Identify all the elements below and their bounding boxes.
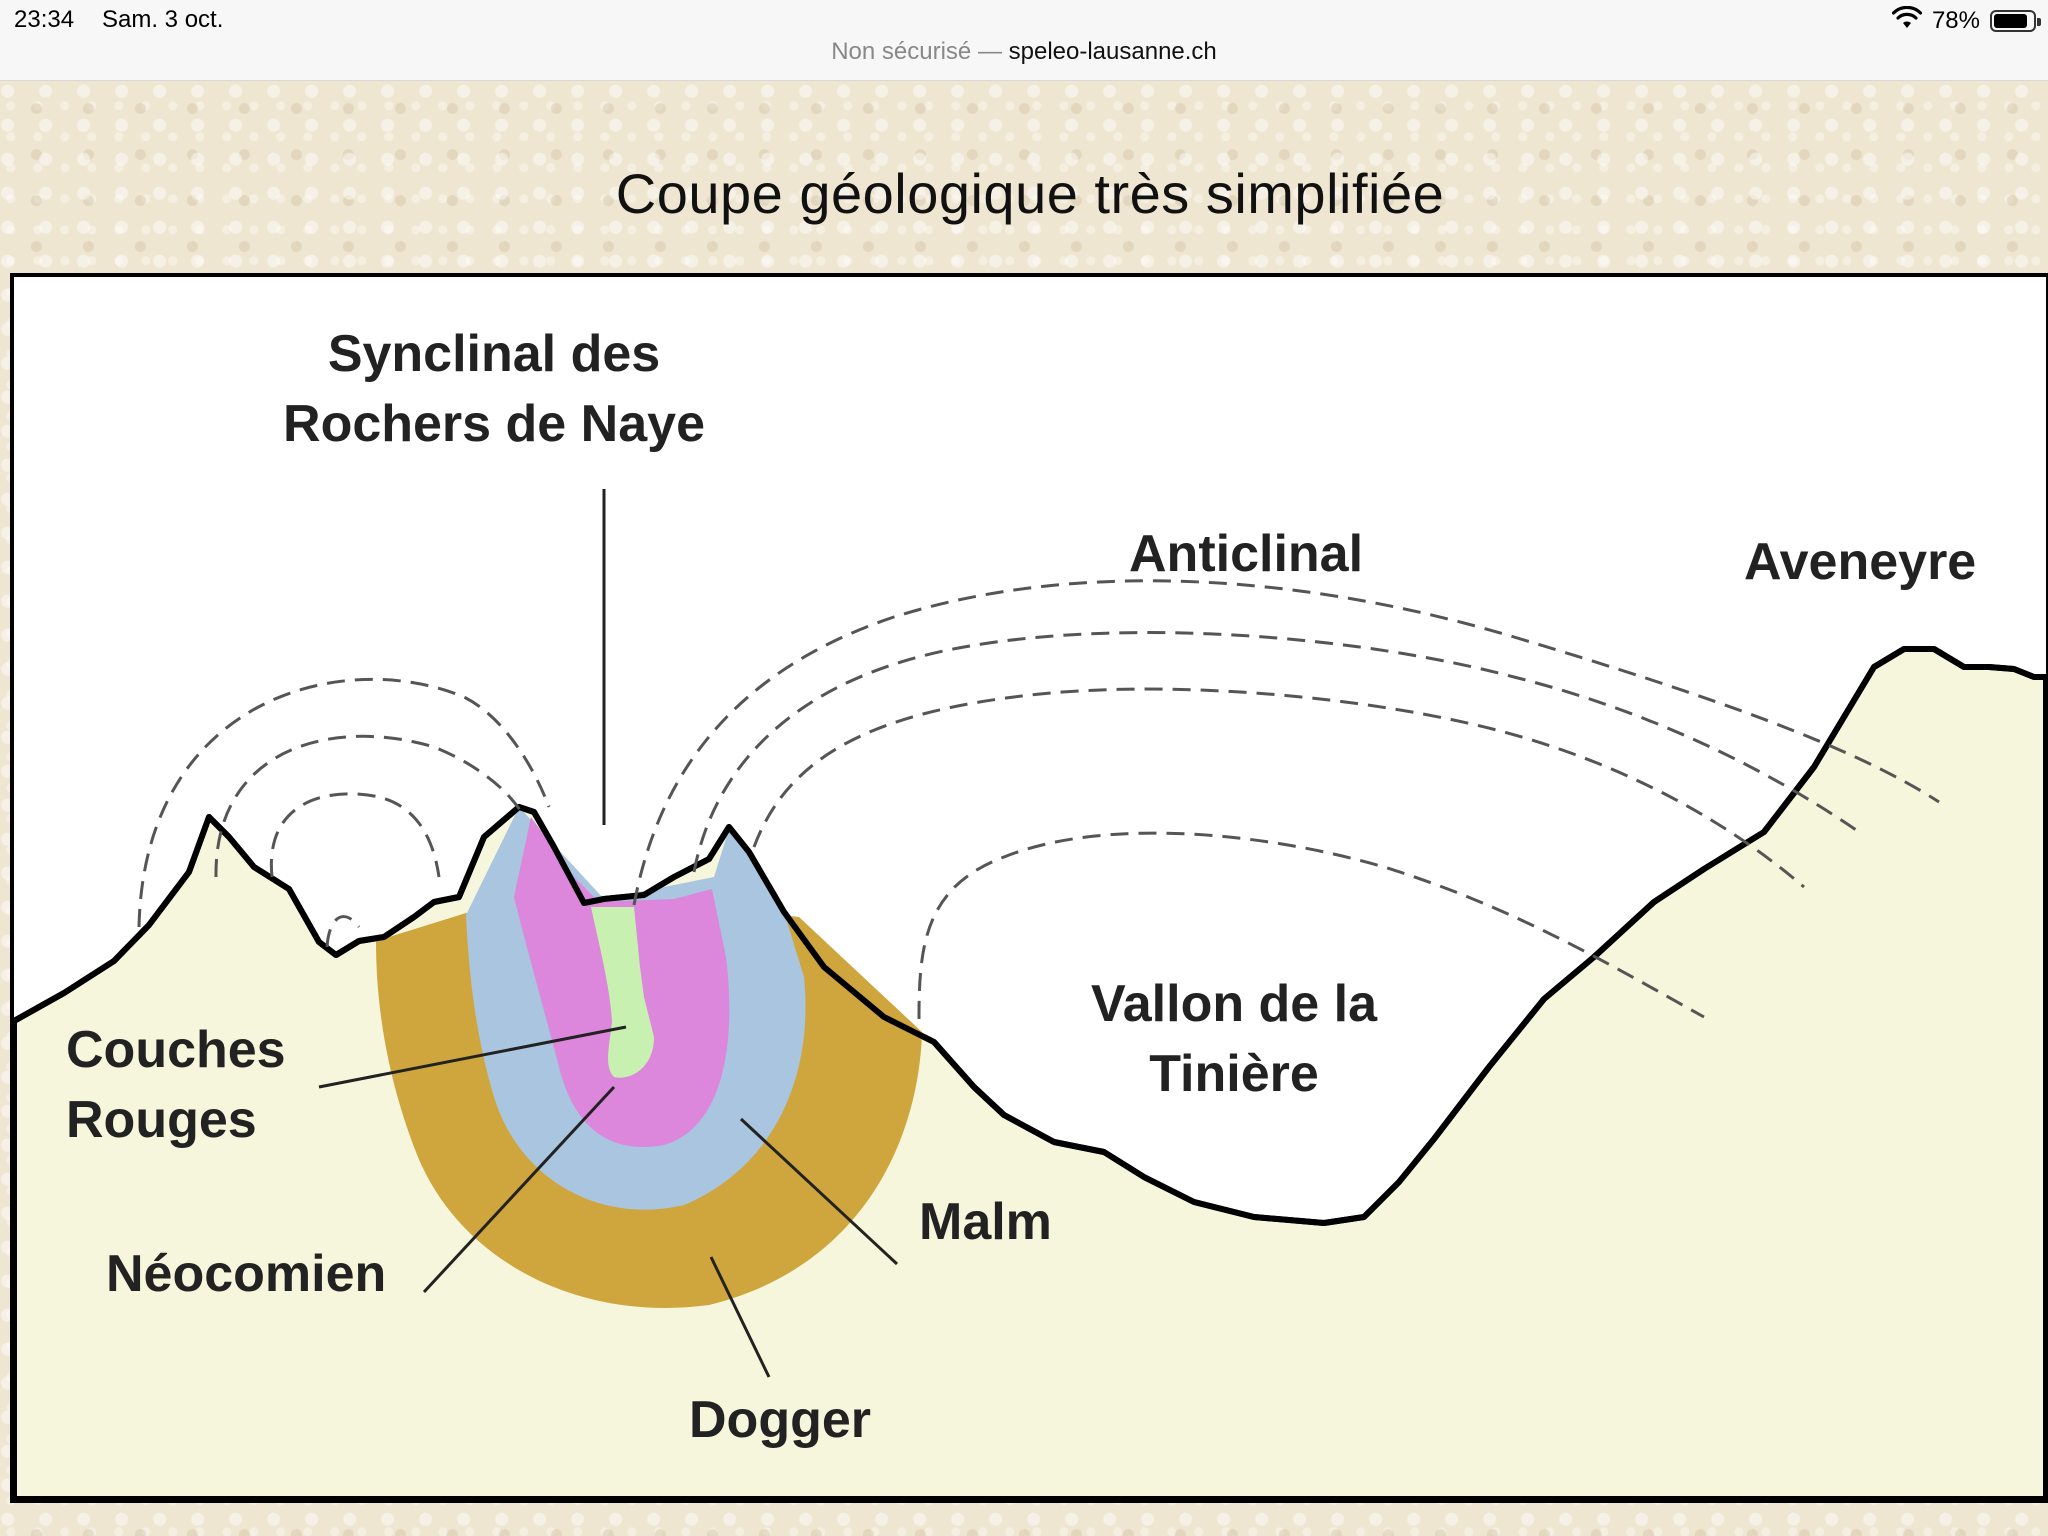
- page-title: Coupe géologique très simplifiée: [615, 162, 1445, 225]
- status-date: Sam. 3 oct.: [102, 6, 224, 33]
- battery-icon: [1990, 10, 2041, 32]
- neocomien-label: Néocomien: [106, 1245, 387, 1303]
- dogger-label: Dogger: [689, 1391, 871, 1449]
- ground-terrain: [14, 646, 2046, 1499]
- aveneyre-label: Aveneyre: [1744, 533, 1977, 591]
- diagram-canvas: [14, 489, 2046, 1499]
- geology-diagram: Synclinal des Rochers de Naye Anticlinal…: [10, 273, 2048, 1503]
- vallon-label: Vallon de la Tinière: [1090, 975, 1378, 1103]
- leader-lines: [318, 489, 899, 1378]
- fold-lines: [137, 579, 1940, 1020]
- status-right: 78%: [1891, 5, 2041, 37]
- synclinal-label: Synclinal des Rochers de Naye: [283, 325, 705, 453]
- status-time: 23:34: [14, 6, 75, 33]
- couches-rouges-label: Couches Rouges: [66, 1021, 286, 1149]
- couches-rouges-layer: [591, 907, 654, 1078]
- battery-percent: 78%: [1931, 7, 1980, 34]
- malm-label: Malm: [919, 1193, 1052, 1251]
- web-page: Coupe géologique très simplifiée: [0, 81, 2048, 1536]
- url-bar[interactable]: Non sécurisé — speleo-lausanne.ch: [0, 38, 2048, 66]
- terrain-outline: [14, 646, 2046, 1226]
- wifi-icon: [1891, 5, 1923, 37]
- status-bar: 23:34 Sam. 3 oct. 78% Non sécurisé — spe…: [0, 0, 2048, 81]
- url-domain: speleo-lausanne.ch: [1008, 38, 1217, 65]
- security-label: Non sécurisé —: [831, 38, 1002, 65]
- anticlinal-label: Anticlinal: [1129, 525, 1364, 583]
